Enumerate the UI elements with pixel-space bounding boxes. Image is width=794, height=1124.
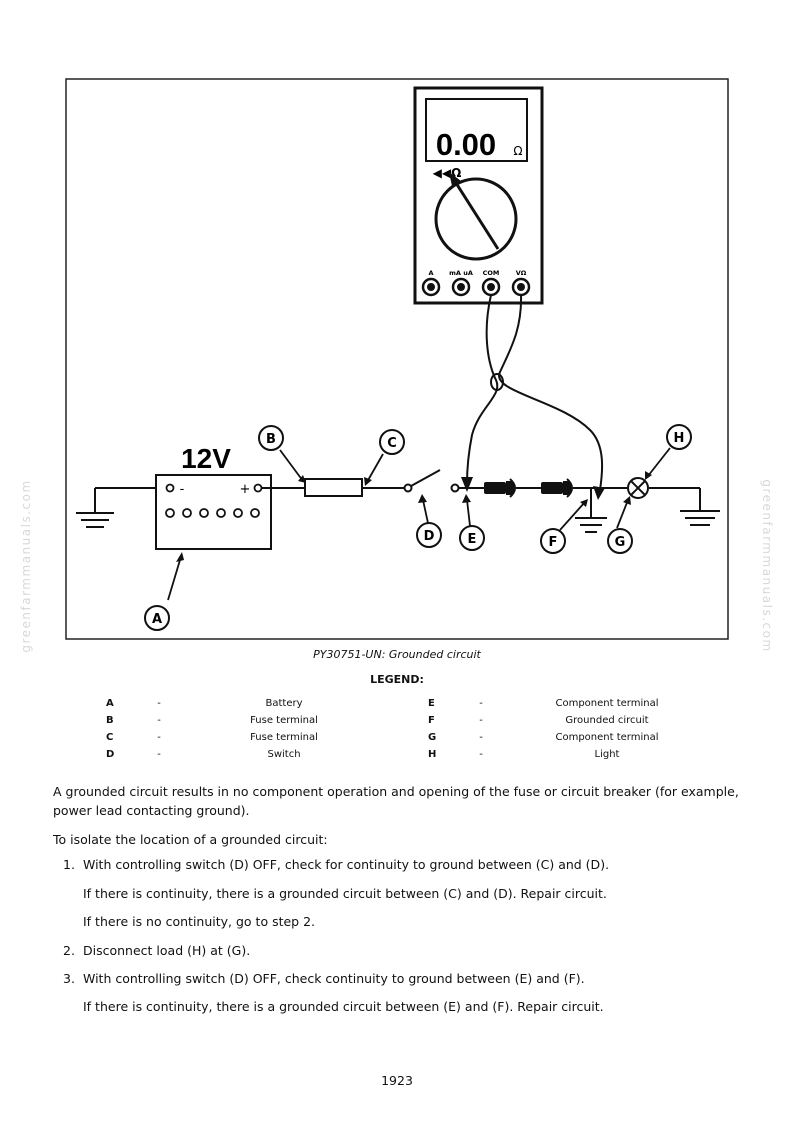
- legend-row: C - Fuse terminal G - Component terminal: [0, 732, 794, 749]
- legend-dash: -: [479, 698, 483, 709]
- svg-text:D: D: [424, 529, 435, 544]
- com-probe-tip: [461, 477, 473, 492]
- legend-dash: -: [157, 749, 161, 760]
- main-wiring: [262, 469, 700, 497]
- dial-pointer-tip: [449, 172, 461, 186]
- legend-desc: Battery: [265, 698, 303, 709]
- dial-pointer: [454, 182, 500, 250]
- step-number: 3.: [63, 971, 75, 986]
- switch-contact: [450, 483, 460, 493]
- step-text: If there is continuity, there is a groun…: [83, 999, 604, 1014]
- switch-pivot: [403, 483, 413, 493]
- com-lead: [466, 294, 499, 485]
- legend-key: A: [106, 698, 114, 709]
- step-text: With controlling switch (D) OFF, check f…: [83, 857, 610, 872]
- v-probe-tip: [593, 486, 605, 500]
- legend-row: D - Switch H - Light: [0, 749, 794, 766]
- svg-text:F: F: [549, 535, 558, 550]
- page-number: 1923: [381, 1073, 413, 1088]
- legend-title: LEGEND:: [370, 673, 424, 686]
- battery-pos-terminal: [253, 483, 263, 493]
- switch-blade: [410, 469, 441, 487]
- selector-dial: [434, 177, 518, 261]
- legend-desc: Component terminal: [555, 698, 659, 709]
- fuse: [304, 478, 363, 497]
- step-text: Disconnect load (H) at (G).: [83, 943, 251, 958]
- legend-dash: -: [157, 715, 161, 726]
- legend-dash: -: [479, 732, 483, 743]
- light-bulb: [627, 477, 649, 499]
- callout-d: D: [416, 494, 442, 548]
- callout-f: F: [540, 499, 588, 554]
- test-leads: [461, 294, 605, 500]
- meter-reading: 0.00: [436, 127, 496, 162]
- jack-label-ma: mA uA: [449, 269, 473, 277]
- multimeter-display: [425, 98, 528, 162]
- meter-unit: Ω: [513, 144, 522, 158]
- left-ground: [76, 487, 168, 528]
- connector-e: [484, 478, 516, 498]
- legend-dash: -: [479, 715, 483, 726]
- legend-desc: Switch: [267, 749, 301, 760]
- svg-text:B: B: [266, 432, 276, 447]
- callout-e: E: [459, 494, 485, 551]
- legend-desc: Fuse terminal: [250, 715, 318, 726]
- jack-label-v: VΩ: [516, 269, 527, 277]
- legend-row: B - Fuse terminal F - Grounded circuit: [0, 715, 794, 732]
- step-text: If there is no continuity, go to step 2.: [83, 914, 316, 929]
- battery-voltage: 12V: [181, 443, 231, 474]
- callout-a: A: [144, 552, 184, 631]
- jack-label-a: A: [428, 269, 433, 277]
- battery: 12V - +: [155, 443, 272, 550]
- legend-dash: -: [157, 732, 161, 743]
- callout-b: B: [258, 425, 306, 483]
- legend-row: A - Battery E - Component terminal: [0, 698, 794, 715]
- fault-ground: [575, 488, 607, 533]
- callout-h: H: [645, 424, 692, 480]
- intro-paragraph: A grounded circuit results in no compone…: [53, 784, 739, 818]
- legend-key: D: [106, 749, 115, 760]
- step-text: If there is continuity, there is a groun…: [83, 886, 607, 901]
- v-lead: [498, 294, 604, 491]
- svg-text:C: C: [387, 436, 397, 451]
- callout-c: C: [364, 429, 405, 486]
- step-number: 2.: [63, 943, 75, 958]
- step-text: With controlling switch (D) OFF, check c…: [83, 971, 585, 986]
- svg-text:H: H: [674, 431, 685, 446]
- legend-key: F: [428, 715, 435, 726]
- figure-caption: PY30751-UN: Grounded circuit: [313, 648, 481, 661]
- multimeter: 0.00 Ω ◀◀Ω A mA uA COM VΩ: [413, 86, 544, 305]
- legend-dash: -: [157, 698, 161, 709]
- svg-text:-: -: [180, 482, 185, 497]
- legend-key: B: [106, 715, 114, 726]
- jack-label-com: COM: [483, 269, 500, 277]
- isolate-paragraph: To isolate the location of a grounded ci…: [53, 832, 328, 847]
- legend-desc: Grounded circuit: [565, 715, 649, 726]
- connector-f: [541, 478, 573, 498]
- svg-text:A: A: [152, 612, 162, 627]
- legend-desc: Light: [594, 749, 620, 760]
- callout-g: G: [607, 496, 633, 554]
- legend-dash: -: [479, 749, 483, 760]
- svg-text:E: E: [468, 532, 477, 547]
- legend-key: E: [428, 698, 435, 709]
- battery-neg-terminal: [165, 483, 175, 493]
- legend-key: C: [106, 732, 114, 743]
- legend-desc: Fuse terminal: [250, 732, 318, 743]
- right-ground: [680, 488, 720, 526]
- figure-frame: [65, 78, 729, 640]
- legend-key: H: [428, 749, 437, 760]
- lead-loop: [490, 373, 504, 391]
- legend-desc: Component terminal: [555, 732, 659, 743]
- legend-key: G: [428, 732, 437, 743]
- continuity-symbol: ◀◀Ω: [433, 166, 462, 180]
- grounded-circuit-figure: 0.00 Ω ◀◀Ω A mA uA COM VΩ 12V: [65, 78, 729, 640]
- battery-cells: [165, 508, 260, 518]
- svg-text:+: +: [240, 482, 251, 497]
- svg-text:G: G: [615, 535, 626, 550]
- step-number: 1.: [63, 857, 75, 872]
